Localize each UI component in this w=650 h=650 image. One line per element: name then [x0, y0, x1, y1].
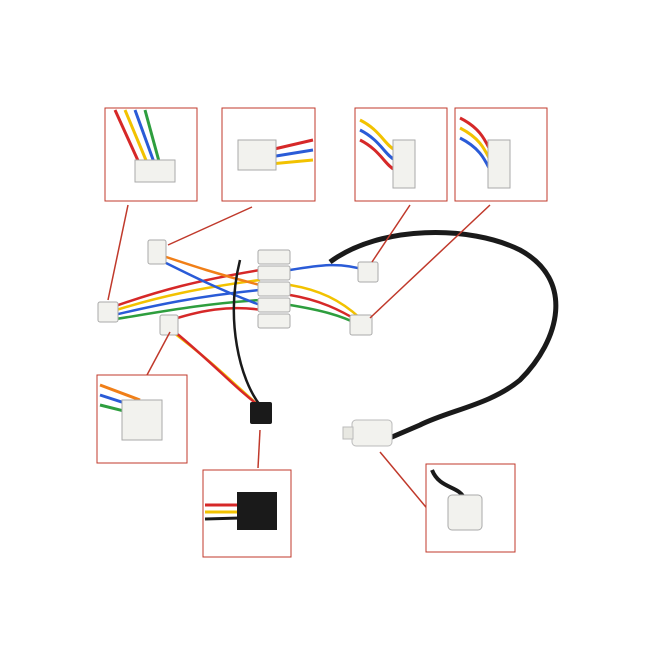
callout-details [99, 109, 511, 531]
black-cable [328, 230, 559, 443]
bullet-connector [342, 419, 393, 447]
terminal-block [257, 249, 291, 329]
callout-lines [107, 204, 491, 513]
connectors [97, 239, 379, 336]
black-sm-connector [250, 402, 272, 424]
